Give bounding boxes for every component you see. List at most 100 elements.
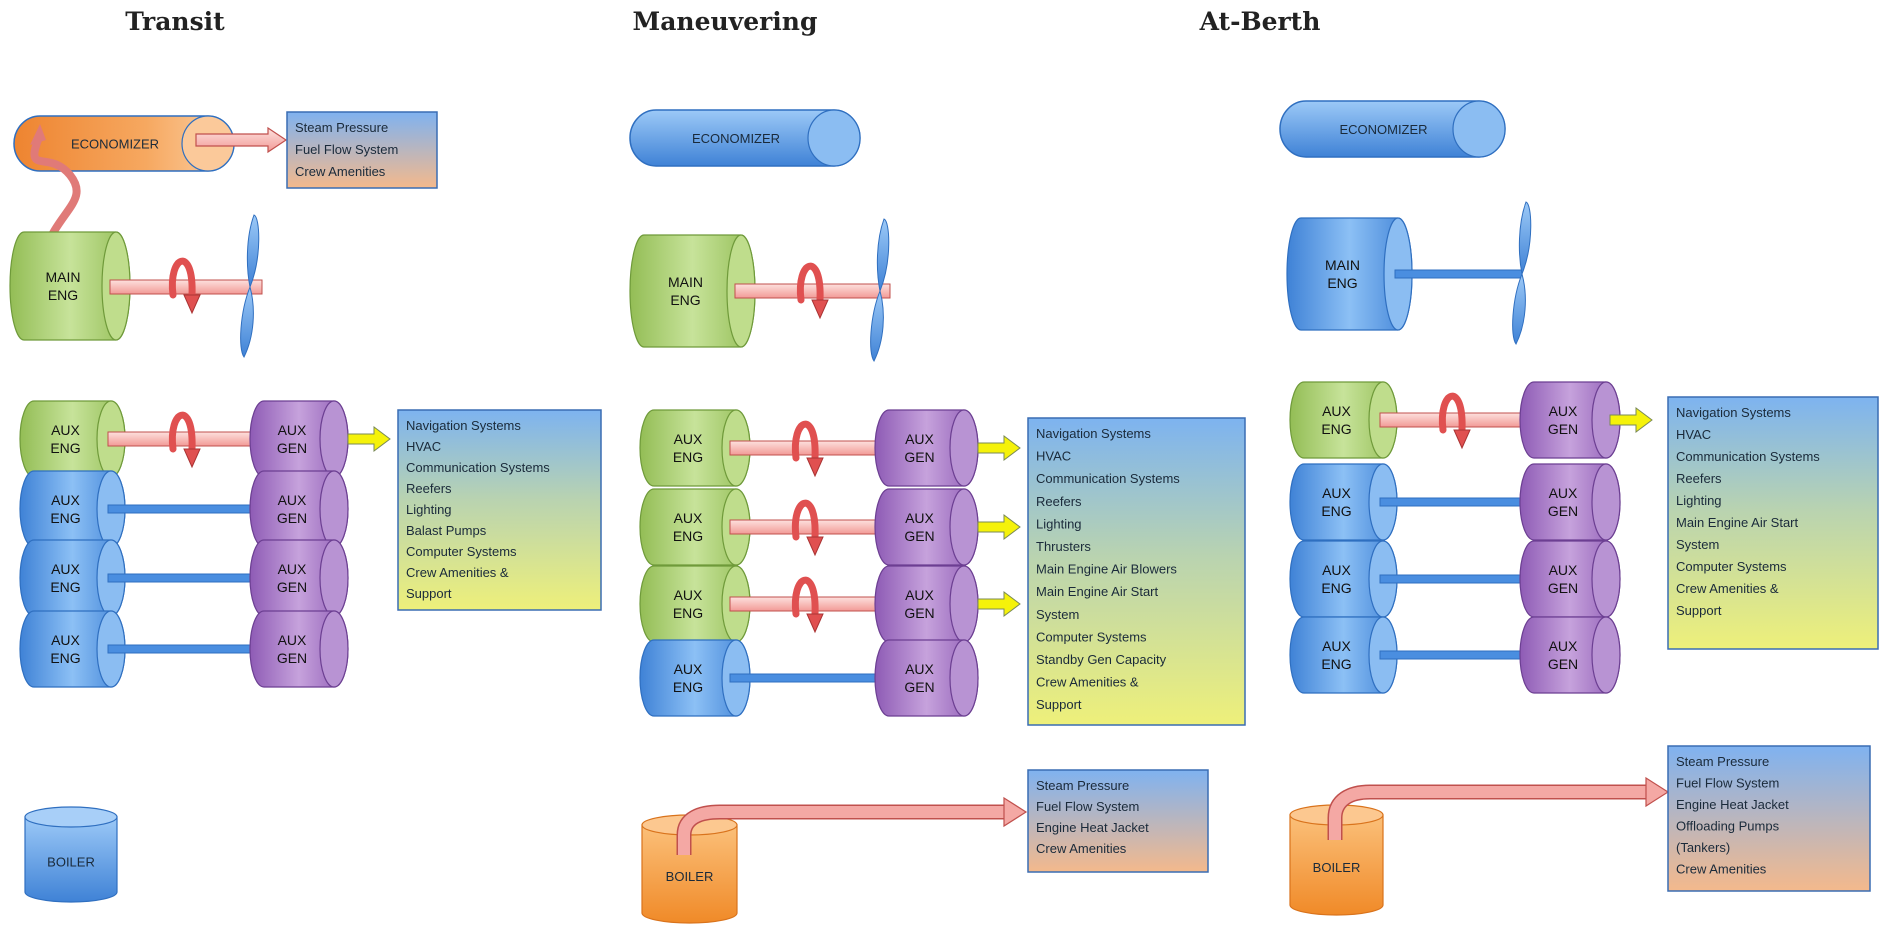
at-berth-aux-gen-2-label: AUX (1549, 485, 1578, 501)
at-berth-main-shaft (1394, 269, 1523, 279)
at-berth-aux-gen-3-label: AUX (1549, 562, 1578, 578)
maneuvering-main-engine-label: MAIN (668, 274, 703, 290)
transit-exhaust-head (30, 124, 46, 145)
maneuvering-aux-eng-4-label: ENG (673, 679, 703, 695)
transit-aux-rotation-1 (168, 411, 201, 469)
maneuvering-propeller (870, 218, 890, 362)
at-berth-aux-eng-4-label: ENG (1321, 656, 1351, 672)
transit-aux-gen-2-cap (319, 470, 349, 548)
at-berth-economizer-label: ECONOMIZER (1339, 122, 1427, 137)
maneuvering-aux-rotation-3 (791, 576, 824, 634)
maneuvering-aux-shaft-2 (729, 519, 891, 535)
at-berth-economizer: ECONOMIZER (1279, 100, 1506, 158)
transit-electrical-loads-item: Support (406, 586, 452, 601)
at-berth-aux-rotation-1-arc (1438, 392, 1466, 434)
at-berth-boiler-loads-item: Offloading Pumps (1676, 819, 1780, 834)
maneuvering-aux-eng-1-label: ENG (673, 449, 703, 465)
maneuvering-output-arrow-3 (977, 591, 1021, 617)
maneuvering-aux-eng-4-label: AUX (674, 661, 703, 677)
at-berth-aux-gen-2-cap (1591, 463, 1621, 541)
transit-propeller (240, 214, 260, 358)
transit-aux-rotation-1-head (183, 448, 201, 469)
maneuvering-boiler-loads-item: Fuel Flow System (1036, 799, 1139, 814)
transit-economizer-arrow (195, 126, 288, 154)
transit-aux-shaft-1 (107, 431, 259, 447)
transit-aux-eng-4-label: ENG (50, 650, 80, 666)
at-berth-aux-eng-4-label: AUX (1322, 638, 1351, 654)
maneuvering-economizer-label: ECONOMIZER (692, 131, 780, 146)
transit-economizer-loads-item: Steam Pressure (295, 120, 388, 135)
transit-aux-gen-2-label: AUX (278, 492, 307, 508)
at-berth-boiler-label: BOILER (1313, 860, 1361, 875)
maneuvering-aux-shaft-1 (729, 440, 891, 456)
maneuvering-aux-gen-4-cap (949, 639, 979, 717)
maneuvering-aux-rotation-1 (791, 420, 824, 478)
maneuvering-electrical-loads-item: Lighting (1036, 516, 1082, 531)
title-at-berth: At-Berth (1199, 7, 1321, 36)
transit-aux-gen-4-label: AUX (278, 632, 307, 648)
maneuvering-aux-rotation-1-head (806, 457, 824, 478)
at-berth-electrical-loads-item: Support (1676, 603, 1722, 618)
at-berth-boiler-loads-item: Fuel Flow System (1676, 776, 1779, 791)
at-berth-aux-eng-3-label: AUX (1322, 562, 1351, 578)
at-berth-electrical-loads-item: HVAC (1676, 427, 1711, 442)
at-berth-economizer-cap (1452, 100, 1506, 158)
at-berth-aux-gen-3-cap (1591, 540, 1621, 618)
at-berth-electrical-loads-item: Navigation Systems (1676, 405, 1791, 420)
maneuvering-aux-gen-1-label: AUX (905, 431, 934, 447)
at-berth-aux-shaft-1 (1379, 412, 1531, 428)
maneuvering-main-rotation (796, 262, 829, 320)
transit-aux-eng-1-label: AUX (51, 422, 80, 438)
transit-aux-eng-3-label: ENG (50, 579, 80, 595)
maneuvering-electrical-loads-item: Computer Systems (1036, 629, 1147, 644)
maneuvering-boiler-loads-item: Steam Pressure (1036, 778, 1129, 793)
transit-economizer: ECONOMIZER (13, 115, 235, 172)
maneuvering-boiler-arrow-head (1003, 796, 1028, 828)
maneuvering-boiler-pipe (678, 806, 1006, 855)
at-berth-boiler-loads-item: Engine Heat Jacket (1676, 797, 1789, 812)
maneuvering-electrical-loads-item: Main Engine Air Start (1036, 584, 1159, 599)
maneuvering-aux-gen-1-cap (949, 409, 979, 487)
transit-main-rotation-head (183, 294, 201, 315)
transit-boiler: BOILER (24, 806, 118, 903)
transit-boiler-top (24, 806, 118, 828)
at-berth-aux-gen-4-cap (1591, 616, 1621, 694)
at-berth-electrical-loads-item: Crew Amenities & (1676, 581, 1779, 596)
transit-aux-shaft-3 (107, 573, 259, 583)
maneuvering-economizer: ECONOMIZER (629, 109, 861, 167)
transit-aux-gen-1-label: AUX (278, 422, 307, 438)
title-maneuvering: Maneuvering (633, 7, 818, 36)
at-berth-aux-shaft-3 (1379, 574, 1531, 584)
maneuvering-boiler-loads-item: Engine Heat Jacket (1036, 820, 1149, 835)
maneuvering-propeller-blade-bottom (870, 289, 884, 362)
at-berth-aux-eng-2-label: AUX (1322, 485, 1351, 501)
transit-main-engine-label: MAIN (46, 269, 81, 285)
maneuvering-aux-gen-3-cap (949, 565, 979, 643)
transit-aux-eng-1-label: ENG (50, 440, 80, 456)
at-berth-aux-eng-3-label: ENG (1321, 580, 1351, 596)
transit-electrical-loads-item: Navigation Systems (406, 418, 521, 433)
at-berth-boiler-loads-item: (Tankers) (1676, 840, 1730, 855)
transit-economizer-loads-frame (286, 111, 438, 189)
maneuvering-electrical-loads-item: Standby Gen Capacity (1036, 652, 1167, 667)
maneuvering-main-engine-label: ENG (670, 292, 700, 308)
maneuvering-aux-gen-2-label: GEN (904, 528, 934, 544)
transit-main-rotation-arc (168, 257, 196, 299)
transit-electrical-loads-frame (397, 409, 602, 611)
